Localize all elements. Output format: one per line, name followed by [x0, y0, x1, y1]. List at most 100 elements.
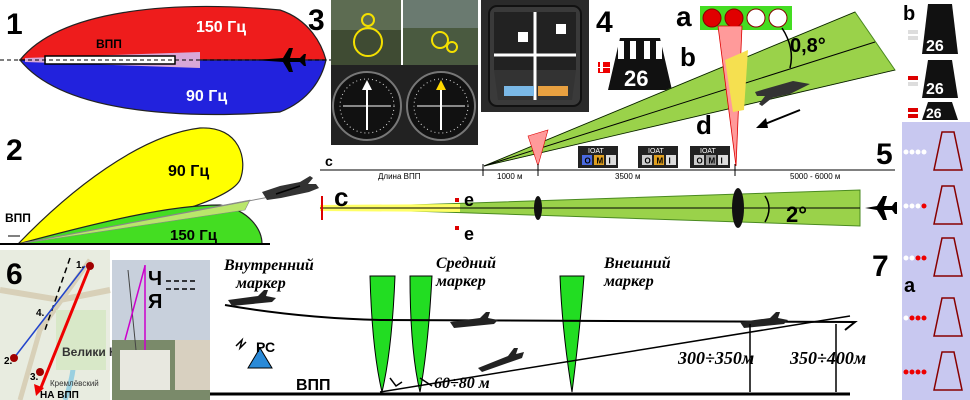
runway-arrow-label: НА ВПП: [40, 390, 79, 400]
middle-marker-label-1: Средний: [436, 255, 496, 272]
town-label-2: Кремлёвский: [50, 379, 99, 388]
papi-light-1: [702, 8, 722, 28]
label-e-bottom: e: [464, 224, 474, 244]
side-label-a: a: [904, 275, 916, 297]
scale-1000: 1000 м: [497, 172, 523, 181]
marker-light-letter: O: [697, 157, 703, 166]
lobe-150-label-2: 150 Гц: [170, 227, 218, 244]
papi-light-4: [768, 8, 788, 28]
aircraft-3: [740, 312, 788, 328]
marker-light-letter: I: [669, 157, 671, 166]
dist-60-80: 60÷80 м: [434, 375, 490, 392]
letter-ch: Ч: [148, 268, 162, 290]
glide-angle: 0,8°: [790, 35, 826, 57]
middle-marker-beam: [409, 275, 433, 393]
altitude-1: 300÷350м: [677, 348, 754, 368]
scale-runway: Длина ВПП: [378, 172, 421, 181]
panel-6: 6 1. 2. 3. 4. Велики Новгоро Кремлёвский…: [0, 250, 210, 400]
map-point-3: 3.: [30, 372, 39, 383]
lobe-90-label-2: 90 Гц: [168, 163, 209, 180]
inner-marker-label-1: Внутренний: [223, 257, 314, 274]
panel-number-2: 2: [6, 134, 23, 167]
vor-indicator-1: [332, 71, 402, 141]
aircraft-1: [228, 290, 276, 306]
label-c-small: c: [325, 153, 333, 169]
papi-light-3: [746, 8, 766, 28]
panel-2: 2 90 Гц 150 Гц ВПП: [0, 127, 319, 245]
side-runway-3: 26: [908, 102, 958, 121]
svg-text:IOAT: IOAT: [648, 148, 665, 155]
panel-number-5: 5: [876, 138, 893, 171]
svg-text:26: 26: [926, 105, 942, 121]
label-c: c: [334, 182, 348, 212]
loc-angle: 2°: [786, 202, 807, 227]
papi-row-2: [903, 185, 963, 225]
label-a: a: [676, 1, 692, 32]
rs-label: РС: [256, 339, 275, 355]
marker-light-letter: O: [585, 157, 591, 166]
svg-text:26: 26: [926, 81, 944, 98]
middle-marker-label-2: маркер: [435, 273, 486, 290]
marker-light-letter: I: [721, 157, 723, 166]
papi-row-3: [903, 237, 963, 277]
runway-label-2: ВПП: [5, 211, 31, 225]
side-label-b: b: [903, 3, 915, 25]
panel-number-3: 3: [308, 4, 325, 37]
aircraft-4: [478, 348, 524, 372]
panel-4: 4 26 b a: [596, 1, 792, 91]
marker-light-letter: M: [597, 157, 604, 166]
lobe-150-label: 150 Гц: [196, 19, 246, 36]
panel-7: 7 Внутренний маркер Средний маркер Внешн…: [210, 250, 889, 396]
glide-path: [379, 315, 851, 393]
aircraft-2: [450, 312, 498, 328]
label-e-top: e: [464, 190, 474, 210]
approaching-aircraft: [755, 81, 810, 106]
panel-number-4: 4: [596, 6, 613, 39]
panel-5: 5 0,8° d c Длина ВПП 1000 м 3500 м 5000 …: [319, 11, 897, 244]
label-b: b: [680, 42, 696, 72]
svg-text:26: 26: [926, 38, 944, 55]
panel-1: 1 150 Гц 90 Гц ВПП: [0, 5, 355, 116]
map-point-4: 4.: [36, 308, 45, 319]
panel-3: 3: [308, 0, 589, 145]
panel-number-1: 1: [6, 8, 23, 41]
outer-marker-beam: [559, 275, 585, 393]
map-point-1: 1.: [76, 260, 85, 271]
panel-number-6: 6: [6, 258, 23, 291]
scale-5000: 5000 - 6000 м: [790, 172, 840, 181]
vor-indicator-2: [406, 71, 476, 141]
side-runway-2: 26: [908, 60, 958, 98]
label-d: d: [696, 110, 712, 140]
svg-text:IOAT: IOAT: [588, 148, 605, 155]
papi-row-1: [903, 131, 963, 171]
outer-marker-label-2: маркер: [603, 273, 654, 290]
altitude-2: 350÷400м: [789, 348, 866, 368]
airplane-icon: [255, 48, 306, 72]
scale-3500: 3500 м: [615, 172, 641, 181]
rs-beacon-icon: [247, 347, 273, 369]
inner-marker-beam: [369, 275, 396, 393]
papi-row-5: [903, 351, 963, 391]
runway-label: ВПП: [96, 37, 122, 51]
runway-number: 26: [624, 66, 648, 91]
ils-instrument: [481, 0, 589, 112]
panel-number-7: 7: [872, 250, 889, 283]
side-strip: b 26 26 26 a: [902, 3, 970, 400]
red-route: [38, 265, 92, 391]
papi-row-4: [903, 297, 963, 337]
runway-label-7: ВПП: [296, 377, 331, 394]
inner-marker-label-2: маркер: [235, 275, 286, 292]
marker-light-letter: M: [657, 157, 664, 166]
airplane-side-icon: [262, 176, 319, 200]
marker-light-letter: O: [645, 157, 651, 166]
outer-marker-label-1: Внешний: [603, 255, 671, 272]
airplane-icon-2: [865, 196, 897, 220]
svg-text:IOAT: IOAT: [700, 148, 717, 155]
letter-ya: Я: [148, 291, 162, 313]
map-point-2: 2.: [4, 356, 13, 367]
papi-light-2: [724, 8, 744, 28]
